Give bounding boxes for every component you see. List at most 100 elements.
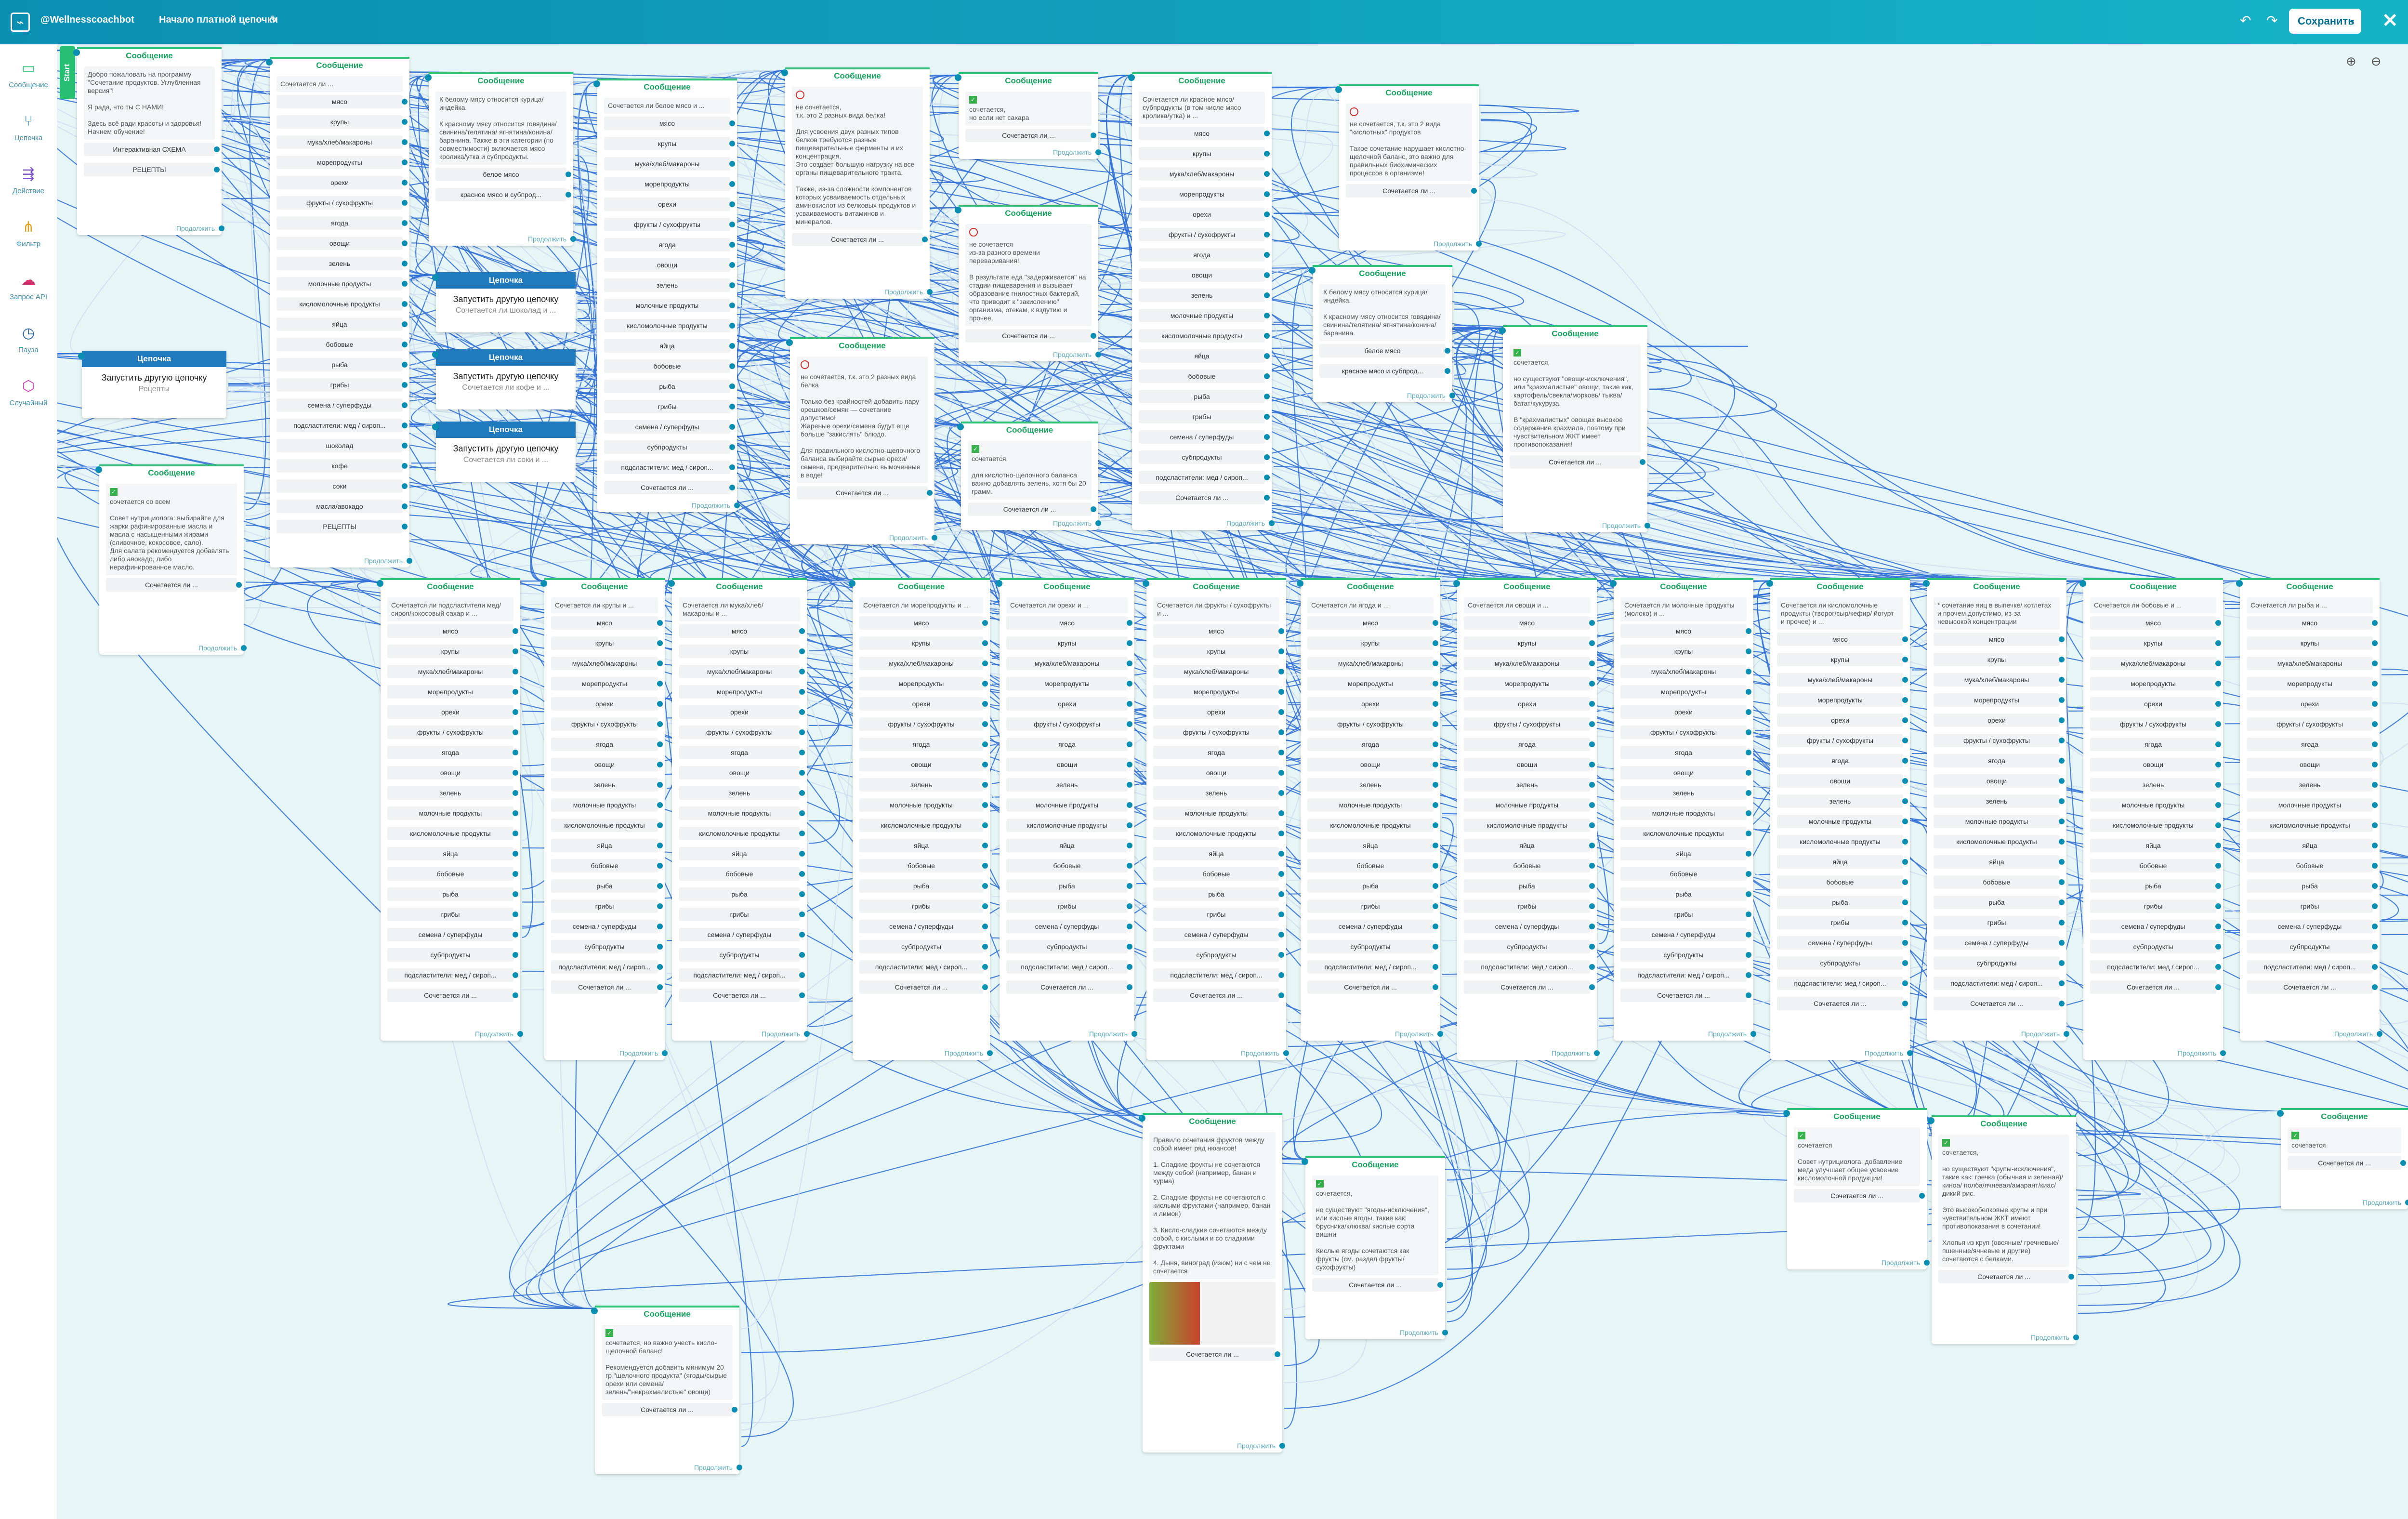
reply-button[interactable]: фрукты / сухофрукты	[2090, 717, 2221, 731]
reply-button[interactable]: семена / суперфуды	[551, 920, 663, 933]
output-port[interactable]	[657, 822, 663, 828]
reply-button[interactable]: овощи	[276, 237, 408, 250]
reply-button[interactable]: Сочетается ли ...	[1620, 989, 1751, 1002]
reply-button[interactable]: орехи	[1139, 208, 1270, 221]
output-port[interactable]	[932, 535, 937, 541]
zoom-out-icon[interactable]: ⊖	[2370, 54, 2382, 68]
reply-button[interactable]: ягода	[604, 238, 735, 251]
output-port[interactable]	[1433, 964, 1438, 970]
output-port[interactable]	[1445, 368, 1450, 374]
continue-link[interactable]: Продолжить	[692, 502, 740, 509]
output-port[interactable]	[1746, 628, 1751, 634]
output-port[interactable]	[1278, 648, 1284, 654]
reply-button[interactable]: мясо	[1153, 624, 1284, 638]
reply-button[interactable]: субпродукты	[2247, 940, 2378, 953]
reply-button[interactable]: орехи	[1307, 697, 1438, 711]
output-port[interactable]	[1476, 241, 1482, 247]
output-port[interactable]	[402, 180, 408, 185]
reply-button[interactable]: овощи	[1934, 774, 2065, 788]
output-port[interactable]	[799, 689, 805, 695]
output-port[interactable]	[1746, 709, 1751, 715]
reply-button[interactable]: морепродукты	[551, 677, 663, 690]
output-port[interactable]	[1264, 394, 1270, 399]
reply-button[interactable]: крупы	[1934, 653, 2065, 666]
output-port[interactable]	[1902, 920, 1908, 925]
reply-button[interactable]: подсластители: мед / сироп...	[1006, 960, 1132, 974]
input-port[interactable]	[1297, 580, 1303, 587]
input-port[interactable]	[996, 580, 1002, 587]
output-port[interactable]	[1278, 628, 1284, 634]
continue-link[interactable]: Продолжить	[1552, 1049, 1600, 1057]
reply-button[interactable]: мясо	[1006, 616, 1132, 630]
output-port[interactable]	[402, 159, 408, 165]
reply-button[interactable]: зелень	[2247, 778, 2378, 792]
output-port[interactable]	[402, 220, 408, 226]
reply-button[interactable]: ягода	[1139, 248, 1270, 262]
output-port[interactable]	[729, 161, 735, 167]
output-port[interactable]	[1275, 1351, 1280, 1357]
output-port[interactable]	[729, 424, 735, 430]
reply-button[interactable]: Сочетается ли ...	[1464, 980, 1595, 994]
reply-button[interactable]: мясо	[276, 95, 408, 108]
output-port[interactable]	[657, 843, 663, 848]
reply-button[interactable]: субпродукты	[859, 940, 988, 953]
redo-icon[interactable]: ↷	[2266, 13, 2278, 28]
reply-button[interactable]: орехи	[1934, 713, 2065, 727]
reply-button[interactable]: рыба	[859, 879, 988, 893]
reply-button[interactable]: зелень	[604, 278, 735, 292]
output-port[interactable]	[657, 681, 663, 687]
output-port[interactable]	[2059, 798, 2065, 804]
reply-button[interactable]: овощи	[2090, 758, 2221, 771]
output-port[interactable]	[1278, 992, 1284, 998]
reply-button[interactable]: молочные продукты	[1139, 309, 1270, 322]
output-port[interactable]	[1437, 1282, 1443, 1288]
continue-link[interactable]: Продолжить	[2021, 1030, 2069, 1038]
output-port[interactable]	[1091, 506, 1096, 512]
output-port[interactable]	[657, 802, 663, 808]
reply-button[interactable]: молочные продукты	[387, 806, 518, 820]
reply-button[interactable]: бобовые	[551, 859, 663, 872]
reply-button[interactable]: семена / суперфуды	[2247, 920, 2378, 933]
output-port[interactable]	[1589, 620, 1595, 626]
reply-button[interactable]: зелень	[1464, 778, 1595, 792]
output-port[interactable]	[1127, 681, 1132, 687]
output-port[interactable]	[2215, 741, 2221, 747]
output-port[interactable]	[982, 924, 988, 929]
continue-link[interactable]: Продолжить	[1882, 1259, 1930, 1267]
reply-button[interactable]: подсластители: мед / сироп...	[1139, 471, 1270, 484]
reply-button[interactable]: фрукты / сухофрукты	[1777, 734, 1908, 747]
reply-button[interactable]: подсластители: мед / сироп...	[1307, 960, 1438, 974]
output-port[interactable]	[982, 843, 988, 848]
reply-button[interactable]: бобовые	[1153, 867, 1284, 881]
output-port[interactable]	[402, 463, 408, 469]
reply-button[interactable]: подсластители: мед / сироп...	[1153, 968, 1284, 982]
output-port[interactable]	[1127, 721, 1132, 727]
output-port[interactable]	[2059, 636, 2065, 642]
continue-link[interactable]: Продолжить	[762, 1030, 810, 1038]
input-port[interactable]	[78, 353, 85, 359]
output-port[interactable]	[657, 620, 663, 626]
input-port[interactable]	[95, 466, 102, 473]
reply-button[interactable]: субпродукты	[1006, 940, 1132, 953]
output-port[interactable]	[1278, 952, 1284, 958]
output-port[interactable]	[1919, 1193, 1925, 1199]
reply-button[interactable]: зелень	[1153, 786, 1284, 800]
reply-button[interactable]: красное мясо и субпрод...	[1319, 364, 1450, 378]
output-port[interactable]	[1264, 272, 1270, 278]
output-port[interactable]	[1127, 863, 1132, 869]
output-port[interactable]	[1902, 960, 1908, 966]
reply-button[interactable]: рыба	[551, 879, 663, 893]
output-port[interactable]	[657, 782, 663, 788]
output-port[interactable]	[2215, 964, 2221, 970]
output-port[interactable]	[513, 648, 518, 654]
reply-button[interactable]: крупы	[1139, 147, 1270, 160]
reply-button[interactable]: Сочетается ли ...	[797, 486, 933, 500]
output-port[interactable]	[566, 192, 571, 198]
output-port[interactable]	[570, 236, 576, 242]
target-chain[interactable]: Рецепты	[138, 385, 170, 393]
output-port[interactable]	[1902, 798, 1908, 804]
reply-button[interactable]: кисломолочные продукты	[679, 827, 805, 840]
reply-button[interactable]: овощи	[679, 766, 805, 779]
output-port[interactable]	[1127, 802, 1132, 808]
output-port[interactable]	[1264, 333, 1270, 339]
